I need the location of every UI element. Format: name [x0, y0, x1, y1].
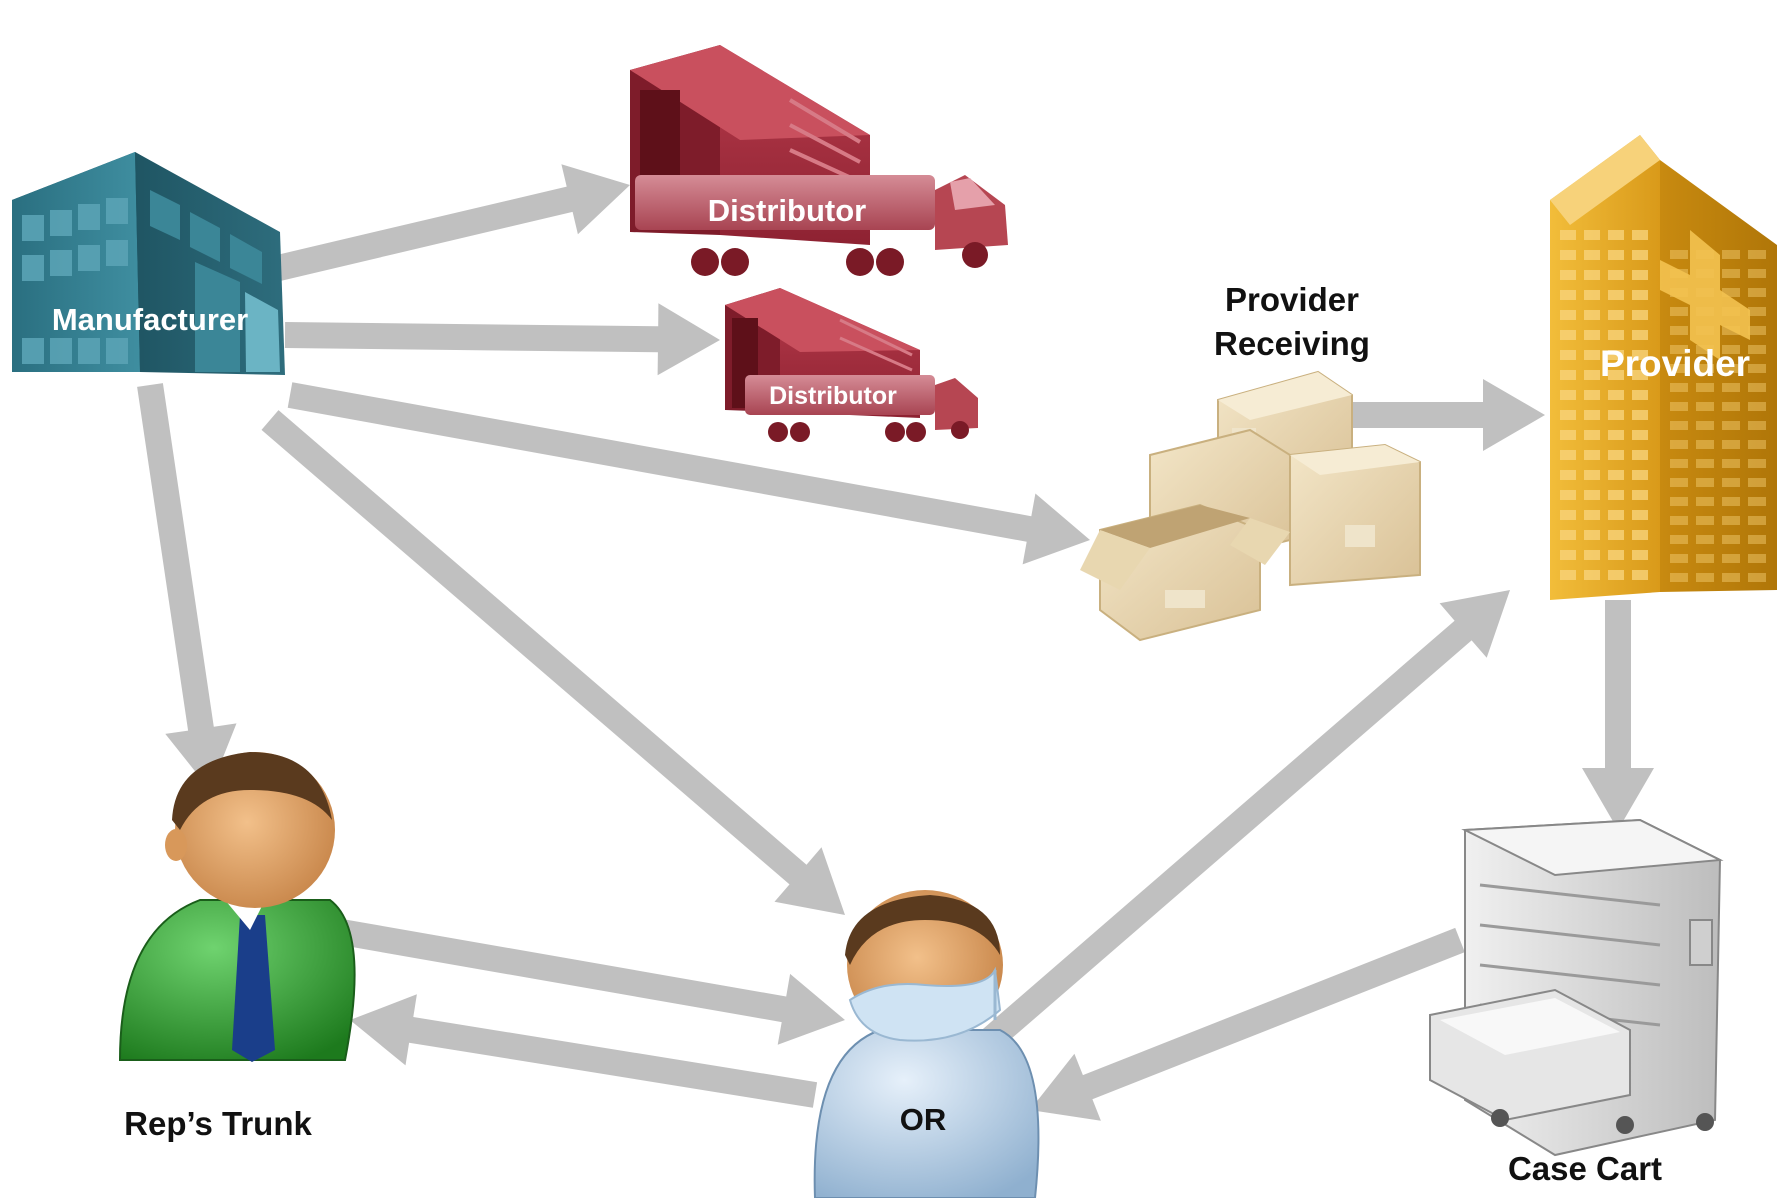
provider-node: Provider — [1550, 135, 1777, 600]
arrow-manufacturer-to-provider-receiving — [287, 382, 1090, 565]
arrow-provider-receiving-to-provider — [1345, 379, 1545, 451]
arrow-or-to-rep-s-trunk — [350, 994, 818, 1108]
arrow-rep-s-trunk-to-or — [327, 917, 845, 1045]
distributor-large-label: Distributor — [708, 193, 866, 228]
manufacturer-label: Manufacturer — [52, 302, 248, 337]
surgeon-person-icon — [813, 890, 1040, 1198]
distributor-small-label: Distributor — [769, 382, 897, 410]
provider-receiving-label-line1: Provider — [1225, 281, 1359, 318]
or-node: OR — [813, 890, 1040, 1198]
case-cart-label: Case Cart — [1508, 1150, 1662, 1187]
distributor-large-node: Distributor — [630, 45, 1008, 276]
manufacturer-node: Manufacturer — [12, 152, 285, 375]
arrow-manufacturer-to-distributor — [267, 164, 630, 283]
factory-building-icon — [12, 152, 285, 375]
case-cart-node: Case Cart — [1429, 818, 1724, 1187]
reps-trunk-label: Rep’s Trunk — [124, 1105, 312, 1142]
boxes-icon — [1080, 370, 1421, 642]
arrow-manufacturer-to-rep-s-trunk — [137, 383, 237, 790]
provider-label: Provider — [1600, 343, 1750, 384]
arrow-manufacturer-to-or — [261, 410, 845, 915]
delivery-truck-icon — [725, 288, 978, 442]
sales-rep-person-icon — [118, 752, 356, 1062]
or-label: OR — [900, 1102, 947, 1137]
reps-trunk-node: Rep’s Trunk — [118, 752, 356, 1142]
arrow-provider-to-case-cart — [1582, 600, 1654, 830]
hospital-tower-icon — [1550, 135, 1777, 600]
provider-receiving-label-line2: Receiving — [1214, 325, 1370, 362]
arrow-manufacturer-to-distributor — [284, 303, 720, 376]
delivery-truck-icon — [630, 45, 1008, 276]
arrow-or-to-provider — [981, 590, 1510, 1050]
provider-receiving-node: Provider Receiving — [1080, 281, 1421, 642]
arrow-case-cart-to-or — [1030, 927, 1465, 1121]
distributor-small-node: Distributor — [725, 288, 978, 442]
case-cart-icon — [1429, 818, 1724, 1157]
arrow-layer — [137, 164, 1654, 1121]
